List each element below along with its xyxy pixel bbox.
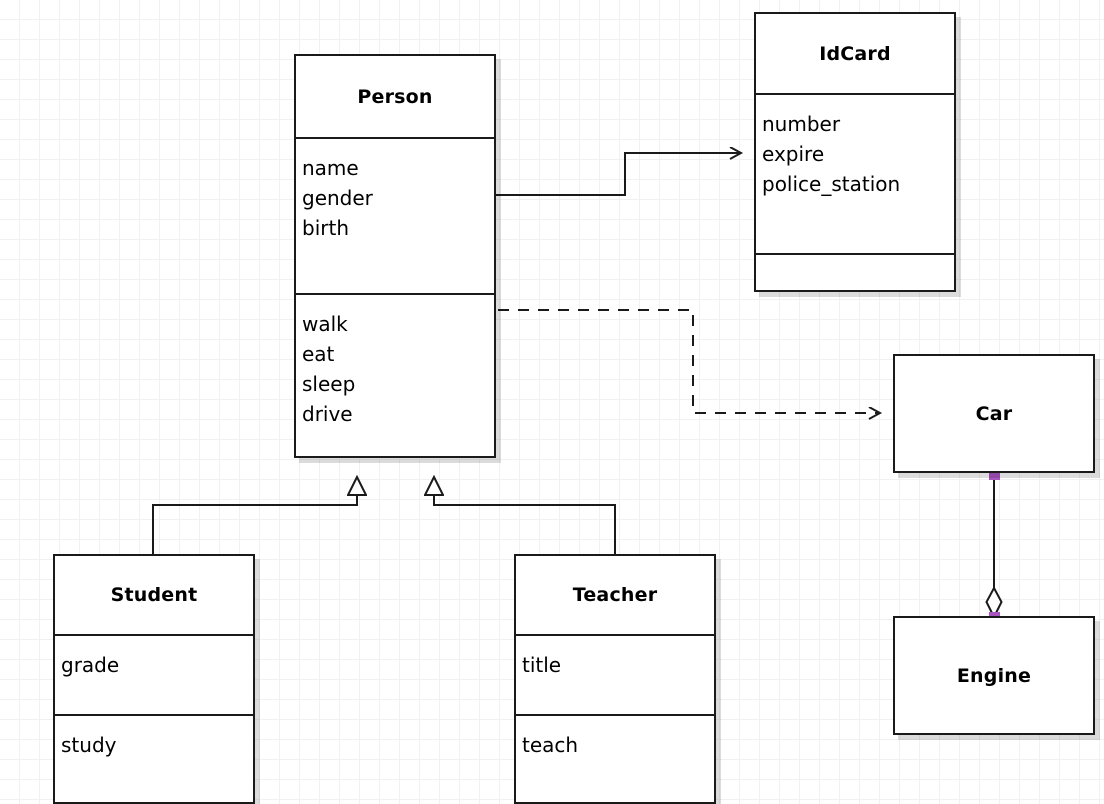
class-box-student[interactable]: Student grade study xyxy=(53,554,255,804)
method-item: eat xyxy=(302,342,335,366)
attribute-item: birth xyxy=(302,216,349,240)
class-box-car[interactable]: Car xyxy=(893,354,1095,473)
class-attributes-person: name gender birth xyxy=(296,137,494,293)
edge-person-car[interactable] xyxy=(498,309,880,413)
edge-handle-car-end[interactable] xyxy=(989,469,1000,480)
method-item: study xyxy=(61,733,117,757)
edge-teacher-person[interactable] xyxy=(434,477,616,554)
class-box-teacher[interactable]: Teacher title teach xyxy=(514,554,716,804)
class-methods-teacher: teach xyxy=(516,714,714,766)
class-title-person: Person xyxy=(357,85,433,108)
class-title-car: Car xyxy=(975,402,1013,425)
method-item: sleep xyxy=(302,372,356,396)
class-methods-person: walk eat sleep drive xyxy=(296,293,494,435)
class-title-teacher: Teacher xyxy=(572,584,658,606)
attribute-item: expire xyxy=(762,142,825,166)
class-title-student: Student xyxy=(110,584,198,606)
attribute-item: number xyxy=(762,112,841,136)
class-box-person[interactable]: Person name gender birth walk eat sleep … xyxy=(294,54,496,458)
class-methods-idcard xyxy=(756,253,954,255)
method-item: drive xyxy=(302,402,353,426)
attribute-item: name xyxy=(302,156,359,180)
class-attributes-student: grade xyxy=(55,634,253,714)
edge-student-person[interactable] xyxy=(152,477,357,554)
method-item: walk xyxy=(302,312,348,336)
class-title-idcard: IdCard xyxy=(819,42,891,65)
class-methods-student: study xyxy=(55,714,253,766)
class-attributes-idcard: number expire police_station xyxy=(756,93,954,253)
class-attributes-teacher: title xyxy=(516,634,714,714)
attribute-item: police_station xyxy=(762,172,901,196)
attribute-item: grade xyxy=(61,653,120,677)
method-item: teach xyxy=(522,733,579,757)
attribute-item: title xyxy=(522,653,562,677)
edge-person-idcard[interactable] xyxy=(496,153,741,196)
attribute-item: gender xyxy=(302,186,373,210)
class-box-idcard[interactable]: IdCard number expire police_station xyxy=(754,12,956,292)
class-title-engine: Engine xyxy=(956,664,1032,687)
class-box-engine[interactable]: Engine xyxy=(893,616,1095,735)
